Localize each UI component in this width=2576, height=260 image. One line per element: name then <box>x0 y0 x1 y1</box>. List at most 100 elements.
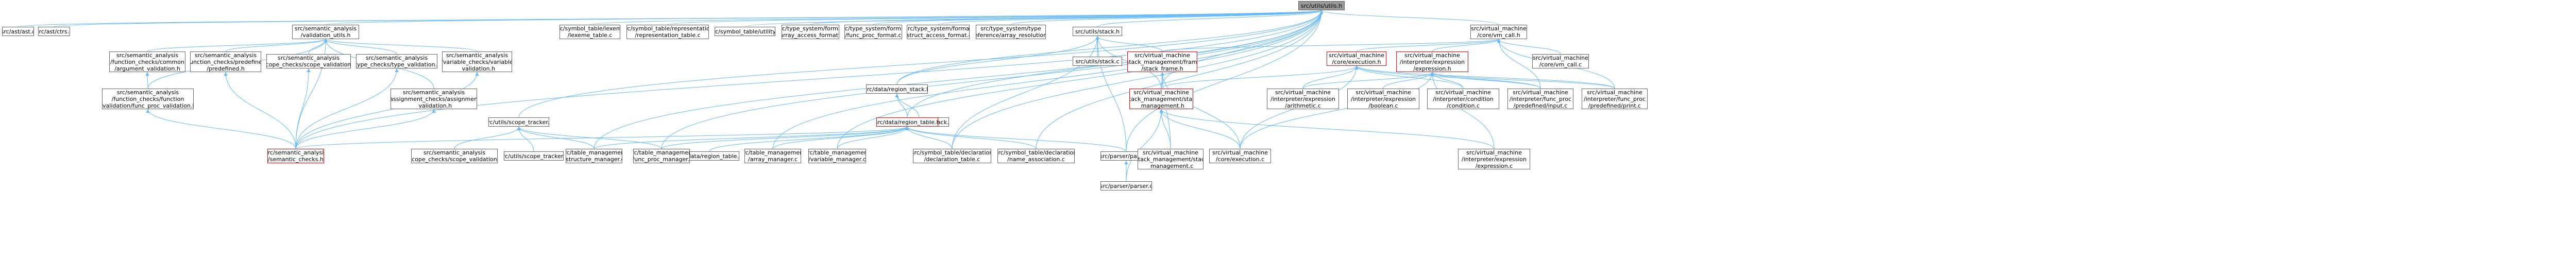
graph-node-std-decl-table[interactable]: src/symbol_table/declaration /declaratio… <box>913 149 991 163</box>
edge-region-table-h-to-parser-h <box>905 126 1127 152</box>
graph-node-vm-arith[interactable]: src/virtual_machine /interpreter/express… <box>1267 89 1339 109</box>
edge-root-to-ts-inference <box>1010 10 1324 25</box>
edge-root-to-tm-variable <box>837 10 1324 149</box>
graph-node-vm-expression-h[interactable]: src/virtual_machine /interpreter/express… <box>1396 51 1468 72</box>
node-label: src/virtual_machine /core/vm_call.c <box>1533 55 1588 68</box>
graph-node-sc-scope[interactable]: src/semantic_analysis /scope_checks/scop… <box>266 54 351 68</box>
graph-node-validation-utils[interactable]: src/semantic_analysis /validation_utils.… <box>292 25 359 39</box>
edge-tc-type-to-semantic-checks <box>295 68 399 149</box>
graph-node-std-name-assoc[interactable]: src/symbol_table/declaration /name_assoc… <box>997 149 1075 163</box>
edge-validation-utils-to-vc-variable <box>324 39 478 52</box>
graph-node-tm-variable[interactable]: src/table_management /variable_manager.c <box>808 149 866 163</box>
edge-root-to-std-decl-table <box>952 10 1324 149</box>
edge-fc-function-to-semantic-checks <box>146 109 296 149</box>
edge-vm-execution-h-to-vm-arith <box>1302 65 1359 89</box>
graph-node-tm-array[interactable]: src/table_management /array_manager.c <box>744 149 801 163</box>
graph-node-region-stack-h[interactable]: src/data/region_stack.h <box>866 84 928 94</box>
edge-root-to-stack-h <box>1097 10 1324 27</box>
node-label: src/type_system/type _inference/array_re… <box>976 25 1045 39</box>
graph-node-vm-print[interactable]: src/virtual_machine /interpreter/func_pr… <box>1582 89 1648 109</box>
edge-vm-sm-h-to-vm-expr-c <box>1159 109 1495 149</box>
graph-node-tm-structure[interactable]: src/table_management /structure_manager.… <box>566 149 622 163</box>
node-label: src/utils/utils.h <box>1300 2 1343 9</box>
graph-node-scope-tracker-c[interactable]: src/utils/scope_tracker.c <box>504 151 564 161</box>
graph-node-vm-input[interactable]: src/virtual_machine /interpreter/func_pr… <box>1507 89 1573 109</box>
node-label: src/virtual_machine /interpreter/express… <box>1350 89 1416 109</box>
node-label: src/semantic_analysis /scope_checks/scop… <box>411 149 498 163</box>
graph-node-vm-frame-h[interactable]: src/virtual_machine /stack_management/fr… <box>1127 51 1197 72</box>
graph-node-vm-bool[interactable]: src/virtual_machine /interpreter/express… <box>1347 89 1419 109</box>
graph-node-vm-call-h[interactable]: src/virtual_machine /core/vm_call.h <box>1470 25 1527 39</box>
edge-vm-sm-h-to-vm-sm-c <box>1159 109 1171 149</box>
graph-node-fc-predefined[interactable]: src/semantic_analysis /function_checks/p… <box>190 51 261 72</box>
node-label: src/data/region_table.c <box>680 152 739 160</box>
graph-node-vm-call-c[interactable]: src/virtual_machine /core/vm_call.c <box>1532 54 1589 68</box>
edge-vm-execution-h-to-vm-input <box>1354 65 1541 89</box>
edge-root-to-tm-array <box>772 10 1324 149</box>
edge-vm-expression-h-to-vm-expr-c <box>1430 72 1495 149</box>
edge-vm-call-h-to-vm-frame-h <box>1162 39 1501 52</box>
edge-region-table-h-to-std-name-assoc <box>905 126 1037 149</box>
graph-node-semantic-checks[interactable]: src/semantic_analysis /semantic_checks.h <box>267 149 324 163</box>
edge-vm-call-h-to-vm-expression-h <box>1432 39 1501 52</box>
graph-node-region-table-h[interactable]: src/data/region_table.h <box>876 117 938 127</box>
graph-node-vm-sm-c[interactable]: src/virtual_machine /stack_management/st… <box>1138 149 1204 169</box>
edge-region-table-h-to-tm-func <box>661 126 909 149</box>
node-label: src/symbol_table/declaration /declaratio… <box>913 149 991 163</box>
graph-node-root[interactable]: src/utils/utils.h <box>1298 1 1345 10</box>
graph-node-parser-c[interactable]: src/parser/parser.c <box>1100 181 1152 190</box>
graph-node-fc-common[interactable]: src/semantic_analysis /function_checks/c… <box>109 51 185 72</box>
edge-root-to-tm-func <box>661 10 1324 149</box>
graph-node-ast[interactable]: src/ast/ast.c <box>2 27 34 36</box>
node-label: src/semantic_analysis /function_checks/c… <box>110 51 184 72</box>
graph-node-ac-assign[interactable]: src/semantic_analysis /assignment_checks… <box>391 89 477 109</box>
node-label: src/utils/stack.h <box>1075 28 1120 35</box>
graph-node-st-utility[interactable]: src/symbol_table/utility.c <box>715 27 775 36</box>
edge-root-to-validation-utils <box>325 10 1323 25</box>
graph-node-scope-checks-c[interactable]: src/semantic_analysis /scope_checks/scop… <box>411 149 498 163</box>
graph-node-st-lexeme[interactable]: src/symbol_table/lexeme /lexeme_table.c <box>560 25 620 39</box>
edge-sc-scope-to-semantic-checks <box>295 68 311 149</box>
node-label: src/utils/scope_tracker.h <box>489 118 549 126</box>
edge-vm-execution-h-to-vm-print <box>1354 65 1615 89</box>
graph-node-region-table-c[interactable]: src/data/region_table.c <box>680 151 739 161</box>
node-label: src/virtual_machine /interpreter/func_pr… <box>1509 89 1572 109</box>
graph-node-fc-function[interactable]: src/semantic_analysis /function_checks/f… <box>102 89 194 109</box>
edge-vm-expression-h-to-vm-arith <box>1302 72 1434 89</box>
edge-vm-execution-h-to-vm-sm-h <box>1161 65 1359 89</box>
edge-root-to-std-name-assoc <box>1036 10 1324 149</box>
edge-validation-utils-to-fc-common <box>147 39 328 52</box>
node-label: src/type_system/format /struct_access_fo… <box>907 25 970 39</box>
edge-vm-expression-h-to-vm-print <box>1430 72 1615 89</box>
graph-node-vc-variable[interactable]: src/semantic_analysis /variable_checks/v… <box>442 51 512 72</box>
graph-node-scope-tracker-h[interactable]: src/utils/scope_tracker.h <box>488 117 549 127</box>
graph-node-tsf-struct[interactable]: src/type_system/format /struct_access_fo… <box>907 25 970 39</box>
edge-root-to-st-representation <box>667 10 1323 25</box>
node-label: src/semantic_analysis /function_checks/f… <box>102 89 194 109</box>
graph-node-stack-h[interactable]: src/utils/stack.h <box>1073 27 1122 36</box>
graph-node-vm-exec-c[interactable]: src/virtual_machine /core/execution.c <box>1209 149 1271 163</box>
edge-region-table-h-to-tm-variable <box>837 126 909 149</box>
graph-node-vm-sm-h[interactable]: src/virtual_machine /stack_management/st… <box>1129 89 1193 109</box>
graph-node-vm-expr-c[interactable]: src/virtual_machine /interpreter/express… <box>1458 149 1530 169</box>
node-label: src/semantic_analysis /semantic_checks.h <box>267 149 324 163</box>
graph-node-vm-cond[interactable]: src/virtual_machine /interpreter/conditi… <box>1427 89 1499 109</box>
graph-node-vm-execution-h[interactable]: src/virtual_machine /core/execution.h <box>1327 51 1386 66</box>
node-label: src/virtual_machine /stack_management/st… <box>1138 149 1203 169</box>
graph-node-tc-type[interactable]: src/semantic_analysis /type_checks/type_… <box>356 54 437 68</box>
graph-node-tm-func[interactable]: src/table_management /func_proc_manager.… <box>633 149 690 163</box>
graph-node-tsf-array[interactable]: src/type_system/format /array_access_for… <box>782 25 839 39</box>
edge-scope-tracker-h-to-scope-checks-c <box>454 126 521 149</box>
edge-fc-common-to-fc-function <box>145 72 149 89</box>
graph-node-stack-c[interactable]: src/utils/stack.c <box>1073 57 1122 66</box>
graph-node-tsf-func[interactable]: src/type_system/format /func_proc_format… <box>844 25 902 39</box>
node-label: src/semantic_analysis /variable_checks/v… <box>442 51 512 72</box>
graph-node-st-representation[interactable]: src/symbol_table/representation /represe… <box>626 25 709 39</box>
graph-node-ts-inference[interactable]: src/type_system/type _inference/array_re… <box>976 25 1046 39</box>
edge-vm-sm-h-to-vm-exec-c <box>1159 109 1241 149</box>
edge-stack-h-to-vm-frame-h <box>1095 36 1163 52</box>
edge-vm-frame-h-to-vm-exec-c <box>1160 72 1241 149</box>
edge-stack-h-to-parser-h <box>1095 36 1127 152</box>
node-label: src/virtual_machine /interpreter/express… <box>1270 89 1335 109</box>
graph-node-ast-ctrs[interactable]: src/ast/ctrs.c <box>38 27 70 36</box>
